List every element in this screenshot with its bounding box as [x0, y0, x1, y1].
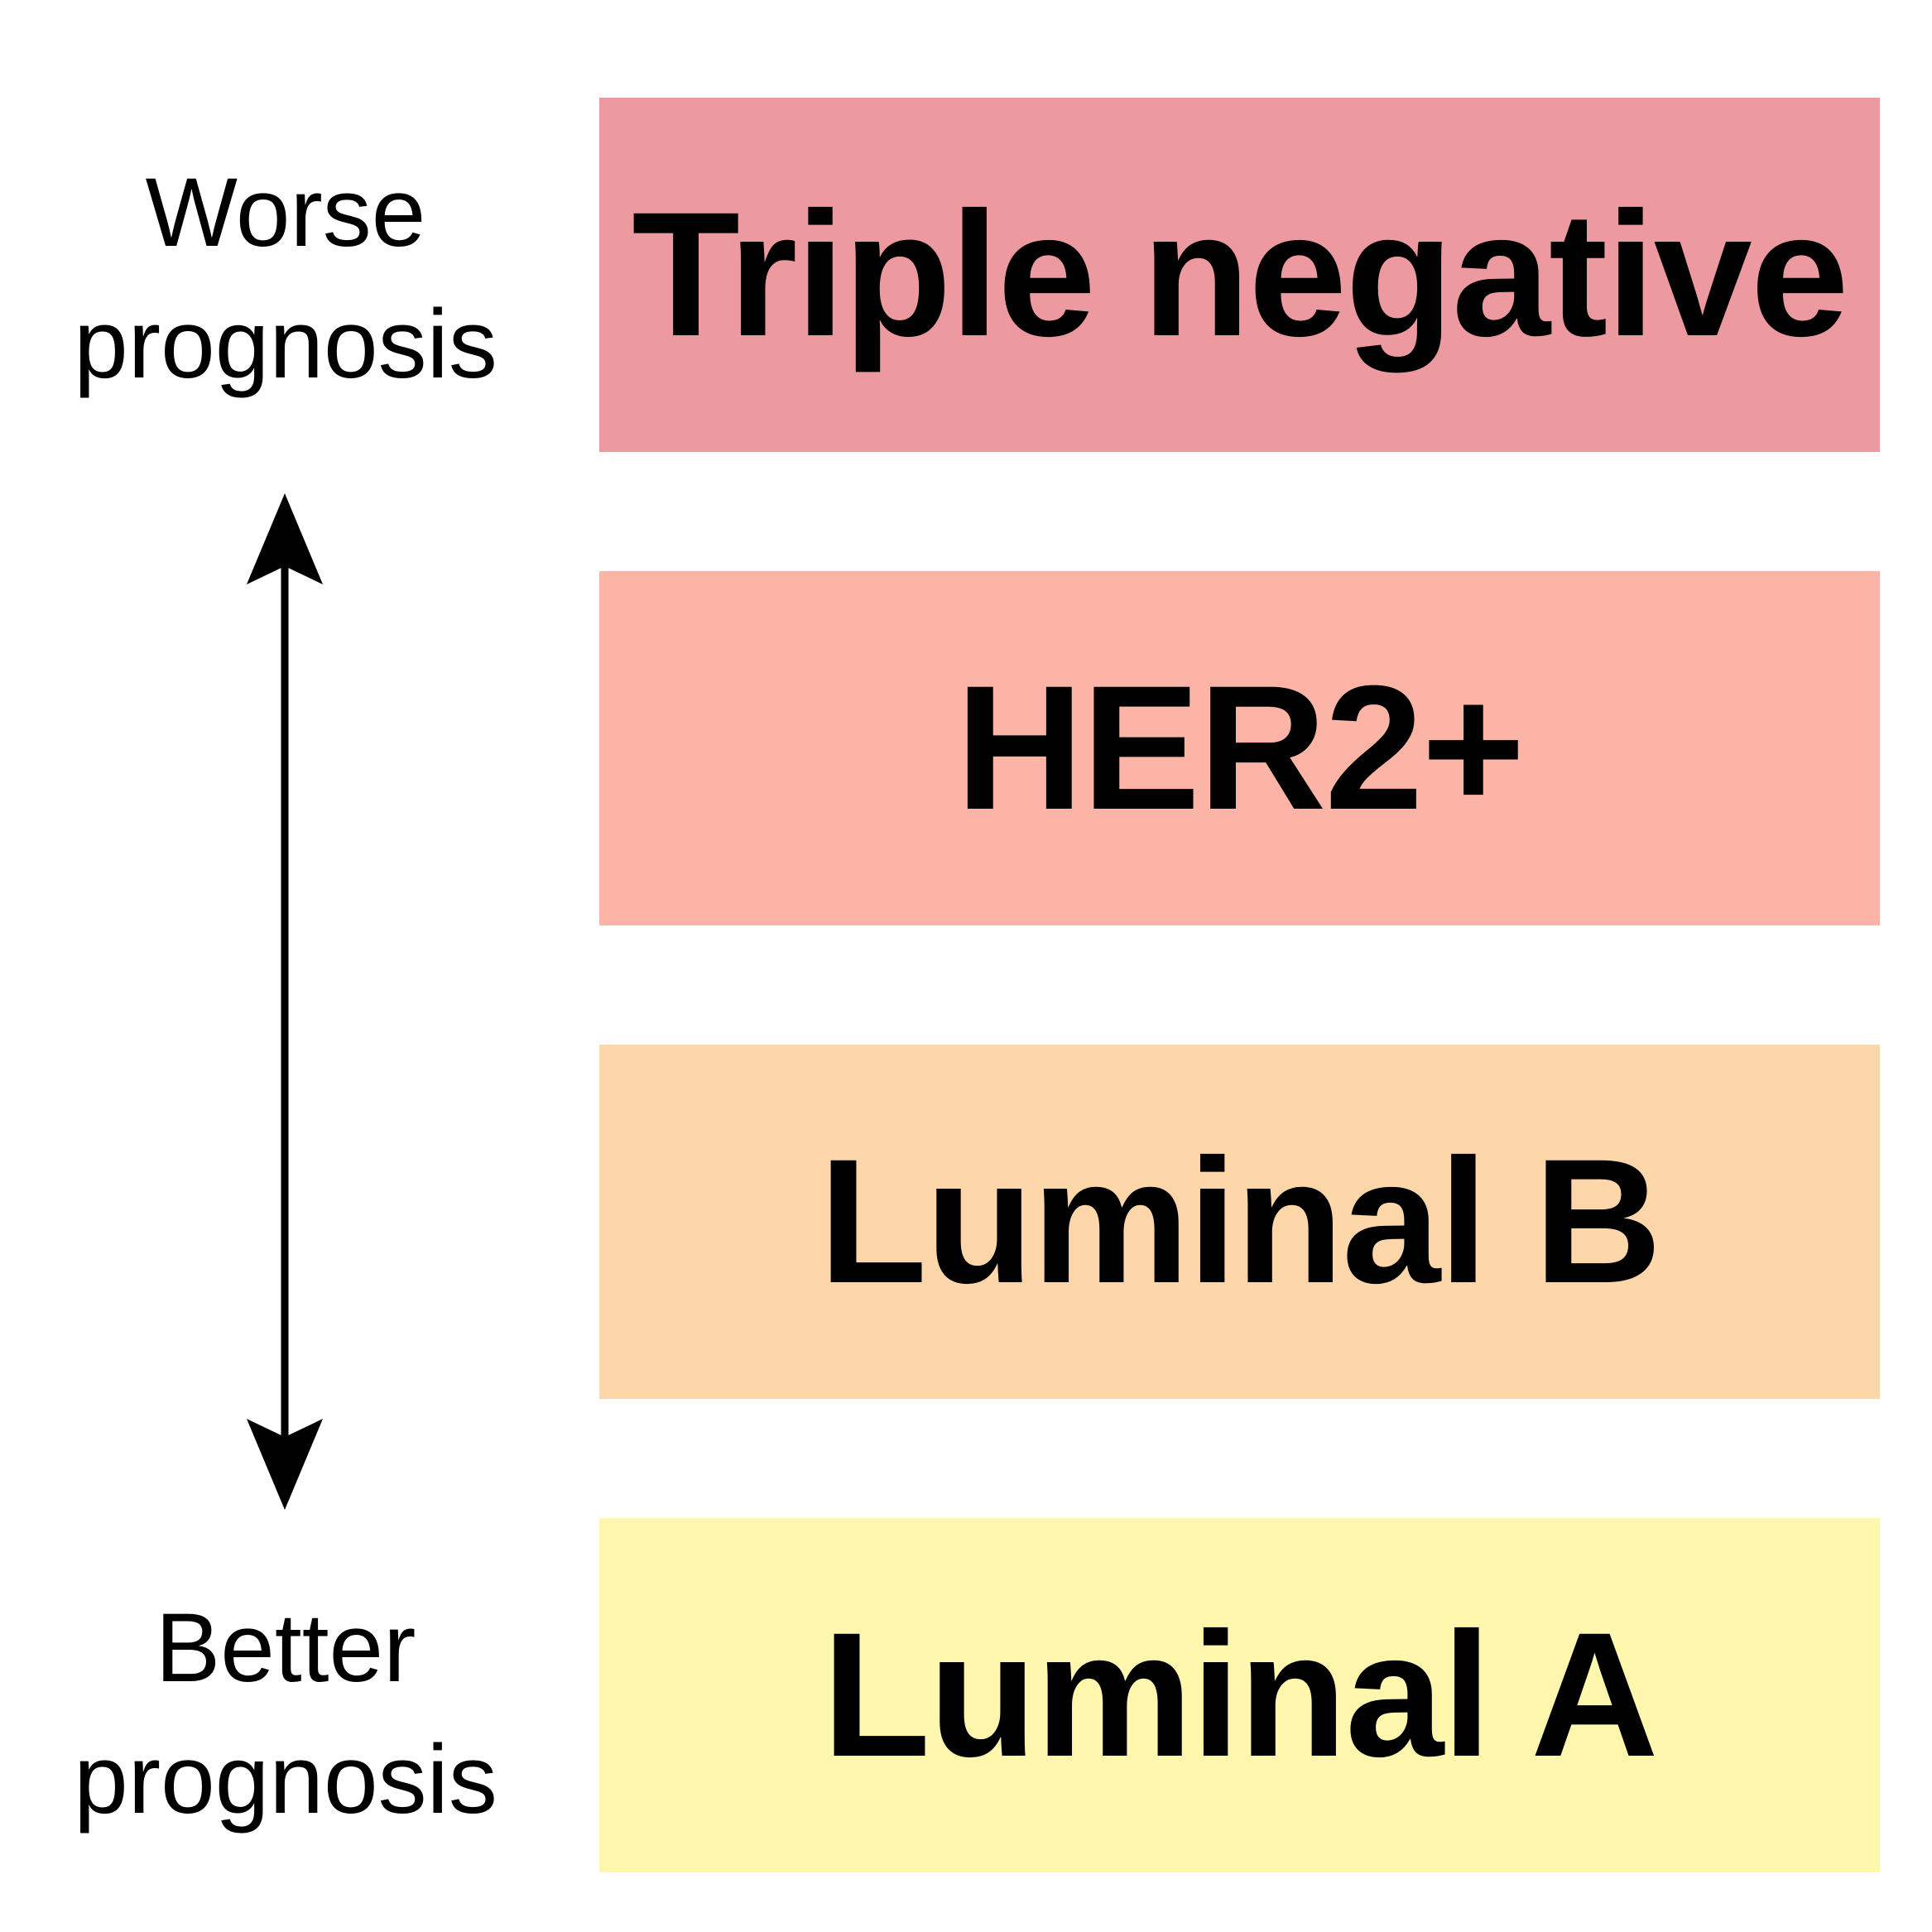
- subtype-label: Luminal A: [822, 1596, 1658, 1794]
- arrow-head-up: [247, 493, 323, 584]
- subtype-box-luminal-b: Luminal B: [599, 1045, 1880, 1399]
- subtype-label: Luminal B: [819, 1122, 1661, 1320]
- subtype-box-luminal-a: Luminal A: [599, 1518, 1880, 1872]
- subtype-box-triple-negative: Triple negative: [599, 98, 1880, 452]
- subtype-box-her2-positive: HER2+: [599, 571, 1880, 925]
- worse-prognosis-label: Worse prognosis: [74, 158, 497, 400]
- double-headed-arrow-icon: [247, 493, 323, 1510]
- subtype-label: HER2+: [955, 649, 1526, 847]
- arrow-head-down: [247, 1419, 323, 1510]
- subtype-label: Triple negative: [632, 175, 1849, 373]
- better-prognosis-label: Better prognosis: [74, 1593, 497, 1835]
